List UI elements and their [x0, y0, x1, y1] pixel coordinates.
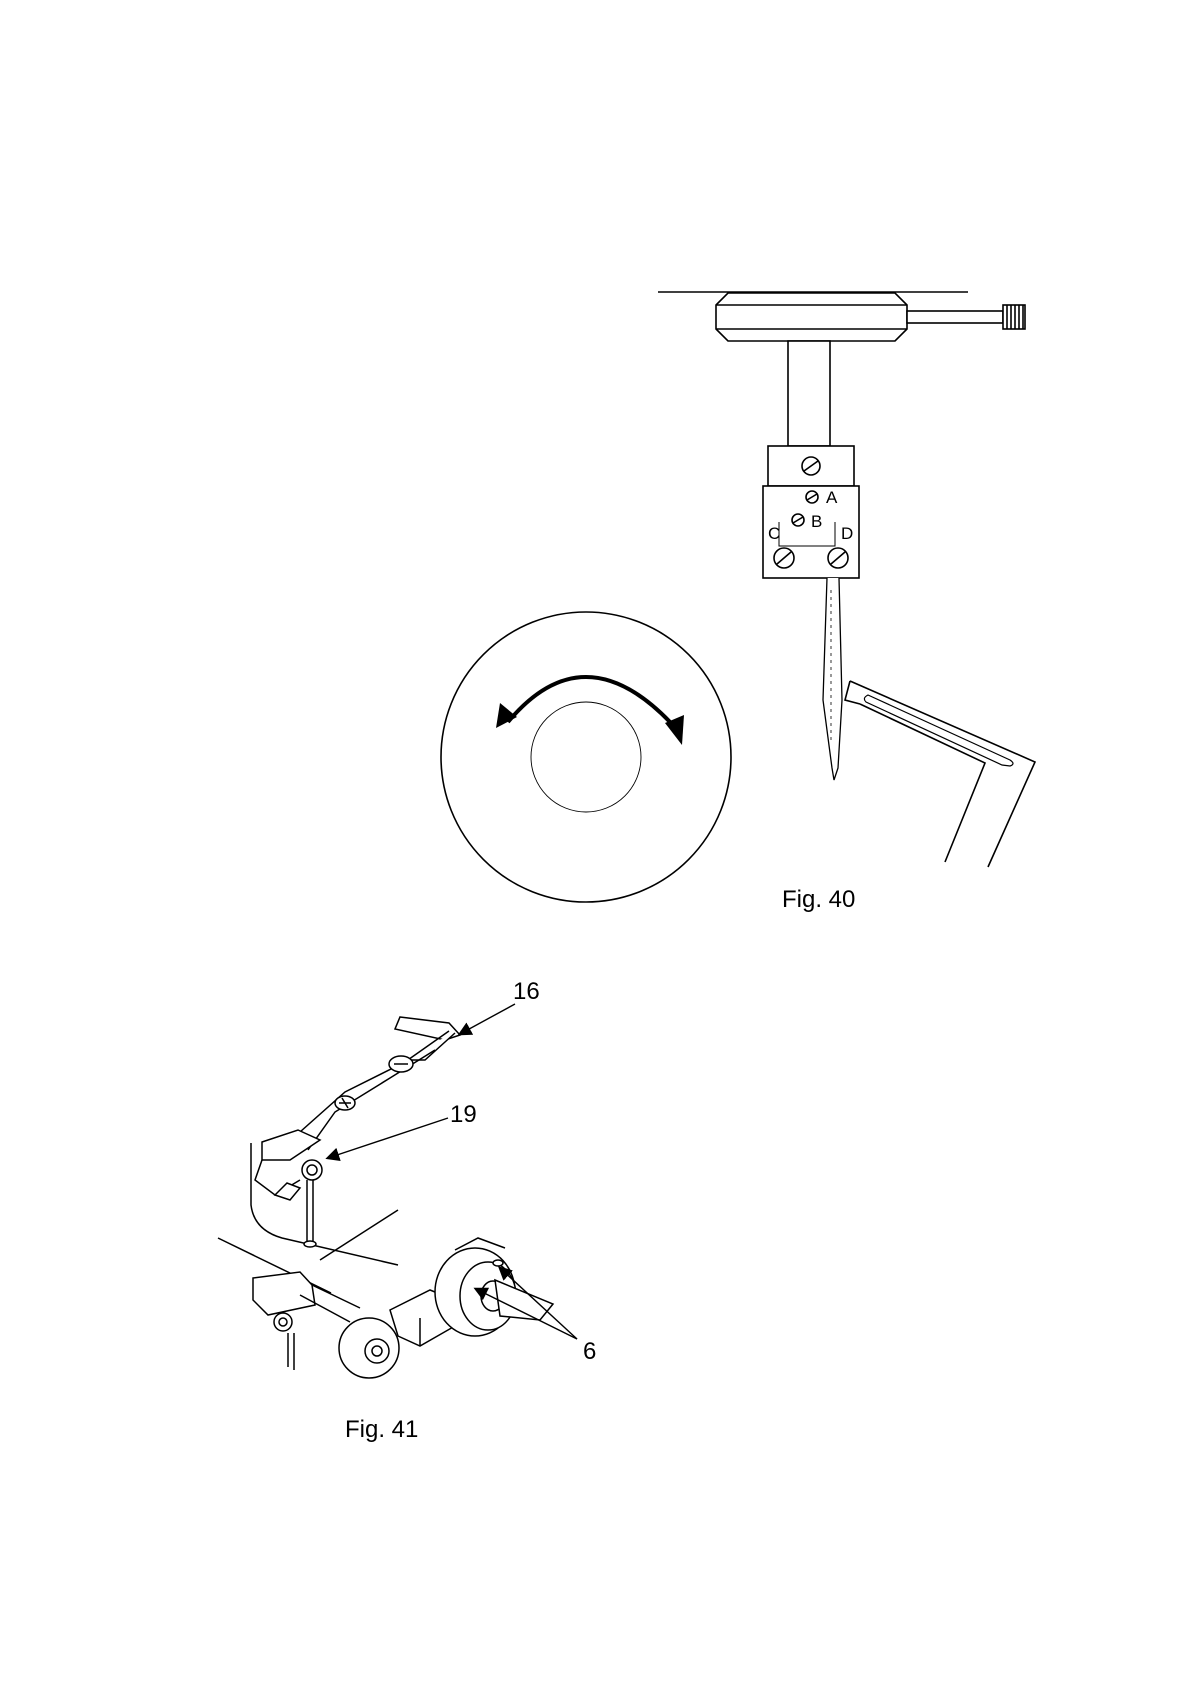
screw-label-d: D	[841, 524, 853, 543]
callout-6: 6	[583, 1338, 596, 1365]
screw-label-c: C	[768, 524, 780, 543]
needle-bar	[788, 341, 830, 446]
screw-left-icon	[774, 548, 794, 568]
leader-16	[460, 1004, 515, 1034]
needle-plate-bracket	[845, 681, 1035, 867]
screw-label-b: B	[811, 512, 822, 531]
screw-icon	[802, 457, 820, 475]
callout-16: 16	[513, 978, 540, 1005]
figure-41-caption: Fig. 41	[345, 1416, 418, 1443]
upper-looper-lever	[285, 1017, 460, 1150]
machine-base-outline	[251, 1143, 398, 1265]
dial-gauge	[716, 293, 1025, 341]
leader-19	[328, 1118, 448, 1158]
needle	[823, 578, 842, 780]
screw-label-a: A	[826, 488, 838, 507]
callout-19: 19	[450, 1101, 477, 1128]
screw-b-icon	[792, 514, 804, 526]
lower-crank-arm	[253, 1272, 455, 1378]
cam-drum	[435, 1238, 553, 1336]
screw-right-icon	[828, 548, 848, 568]
screw-a-icon	[806, 491, 818, 503]
figure-40-caption: Fig. 40	[782, 886, 855, 913]
figure-40	[441, 292, 1035, 902]
handwheel	[441, 612, 731, 902]
figure-41	[218, 1017, 553, 1378]
